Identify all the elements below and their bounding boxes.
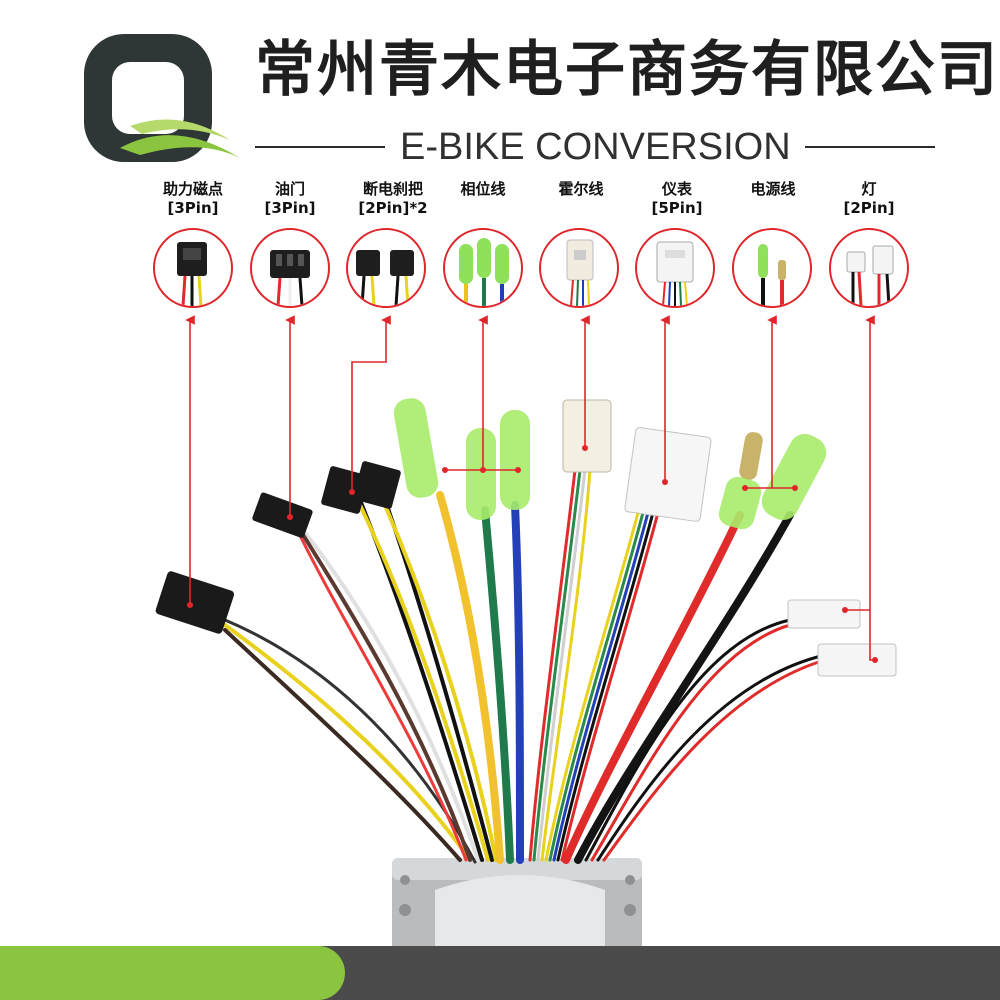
footer-accent [0,946,345,1000]
connector-3pin-black-icon [177,242,207,306]
circle-brake-cutoff [346,228,426,308]
connector-2pin-white-icon [846,245,894,306]
display-plug [624,427,712,522]
label-phase-wire: 相位线 [460,180,506,198]
connector-3pin-black-icon [270,250,310,306]
label-light: 灯[2Pin] [843,180,895,217]
label-brake-cutoff: 断电刹把[2Pin]*2 [358,180,428,217]
label-display: 仪表[5Pin] [651,180,703,217]
hall-plug [562,399,612,473]
controller-box [392,858,642,950]
connector-hall-white-icon [566,239,594,306]
circle-phase-wire [443,228,523,308]
connector-power-bullet-icon [758,244,786,306]
callout-dots [187,445,878,663]
label-power-wire: 电源线 [750,180,796,198]
phase-bullets [393,398,530,520]
label-assist-sensor: 助力磁点[3Pin] [162,180,223,217]
assist-sensor-plug [155,571,235,634]
tagline: E-BIKE CONVERSION [400,126,791,168]
brake-plug-left [321,466,369,514]
circle-throttle [250,228,330,308]
circle-light [829,228,909,308]
brake-plug-right [353,461,401,509]
connector-2pin-pair-icon [356,250,414,306]
tagline-rule-right [805,146,935,148]
label-throttle: 油门[3Pin] [264,180,316,217]
tagline-rule-left [255,146,385,148]
label-hall-wire: 霍尔线 [558,180,604,198]
company-logo [84,34,240,162]
connector-bullet-green-icon [459,238,509,306]
circle-assist-sensor [153,228,233,308]
throttle-plug [252,492,313,538]
callout-lines [185,315,875,661]
company-name: 常州青木电子商务有限公司 [255,35,999,105]
circle-hall-wire [539,228,619,308]
power-bullets [718,432,827,530]
circle-power-wire [732,228,812,308]
wire-bundle [223,468,827,864]
connector-5pin-white-icon [656,241,694,306]
controller-wiring-illustration [155,315,897,950]
circle-display [635,228,715,308]
light-plugs [787,599,897,677]
